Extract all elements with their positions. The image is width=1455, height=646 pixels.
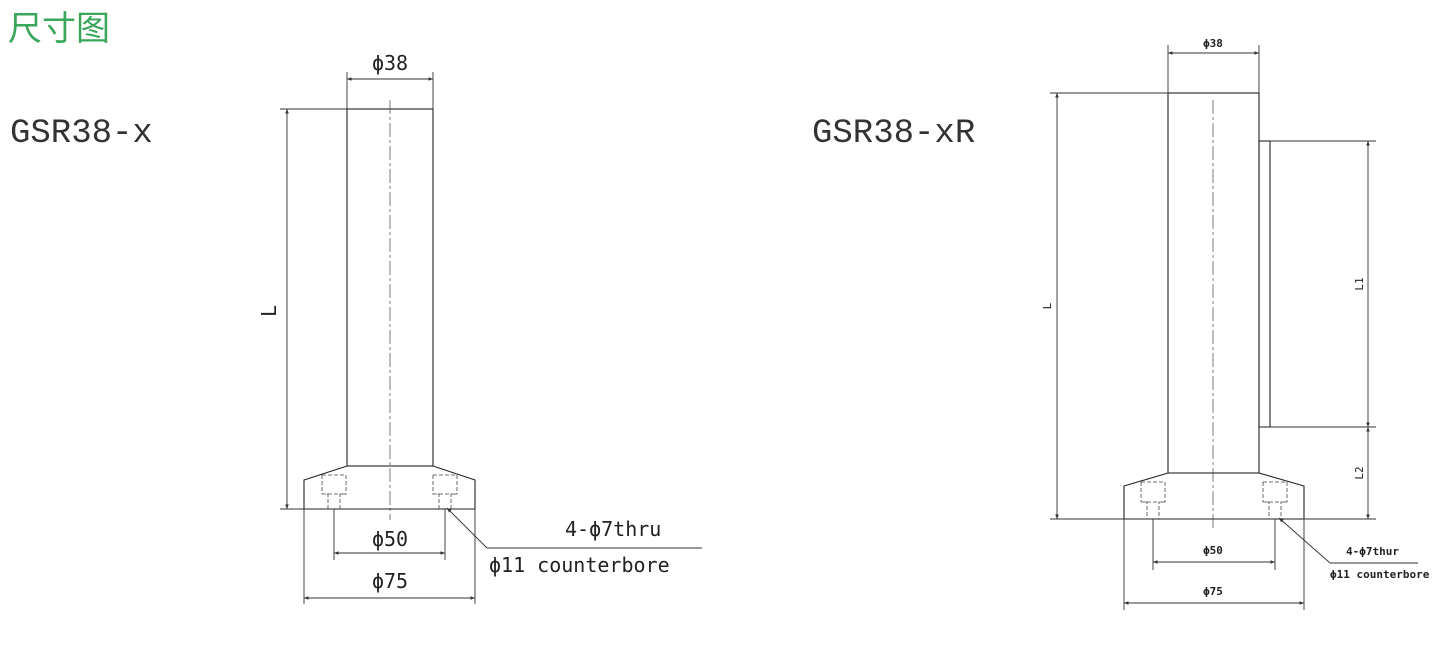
right-counterbore-holes [1140, 481, 1288, 519]
left-dim-length: L [257, 108, 347, 510]
right-dim-l2-label: L2 [1353, 466, 1366, 479]
right-note-line2: ϕ11 counterbore [1330, 568, 1430, 581]
right-dim-length: L [1041, 92, 1168, 520]
left-note-line1: 4-ϕ7thru [565, 517, 661, 541]
right-note-line1: 4-ϕ7thur [1346, 545, 1399, 558]
left-drawing: GSR38-x ϕ38 L ϕ5 [10, 51, 702, 604]
left-hole-note: 4-ϕ7thru ϕ11 counterbore [446, 507, 702, 577]
right-dim-phi50: ϕ50 [1152, 519, 1276, 570]
left-dim-phi38: ϕ38 [346, 51, 434, 109]
left-dim-inner-label: ϕ50 [372, 527, 408, 551]
right-model-label: GSR38-xR [812, 115, 975, 153]
left-dim-phi75: ϕ75 [303, 509, 476, 604]
left-counterbore-holes [321, 474, 458, 509]
right-side-rail [1258, 140, 1271, 428]
left-dim-length-label: L [257, 305, 281, 317]
right-drawing: GSR38-xR ϕ38 L [812, 37, 1430, 610]
left-dim-top-label: ϕ38 [372, 51, 408, 75]
right-dim-length-label: L [1041, 302, 1054, 309]
right-dim-top-label: ϕ38 [1203, 37, 1223, 50]
right-dim-inner-label: ϕ50 [1203, 544, 1223, 557]
page-title: 尺寸图 [8, 9, 110, 49]
right-base-flange [1123, 472, 1305, 520]
right-column-body [1167, 92, 1260, 474]
right-dim-phi75: ϕ75 [1123, 519, 1305, 610]
left-base-flange [303, 465, 476, 510]
left-dim-outer-label: ϕ75 [372, 569, 408, 593]
right-dim-l1-l2: L1 L2 [1259, 140, 1376, 520]
left-note-line2: ϕ11 counterbore [489, 553, 670, 577]
right-hole-note: 4-ϕ7thur ϕ11 counterbore [1278, 517, 1430, 581]
left-dim-phi50: ϕ50 [333, 509, 446, 560]
left-model-label: GSR38-x [10, 115, 153, 153]
right-dim-outer-label: ϕ75 [1203, 585, 1223, 598]
right-dim-l1-label: L1 [1353, 277, 1366, 290]
right-dim-phi38: ϕ38 [1167, 37, 1260, 93]
